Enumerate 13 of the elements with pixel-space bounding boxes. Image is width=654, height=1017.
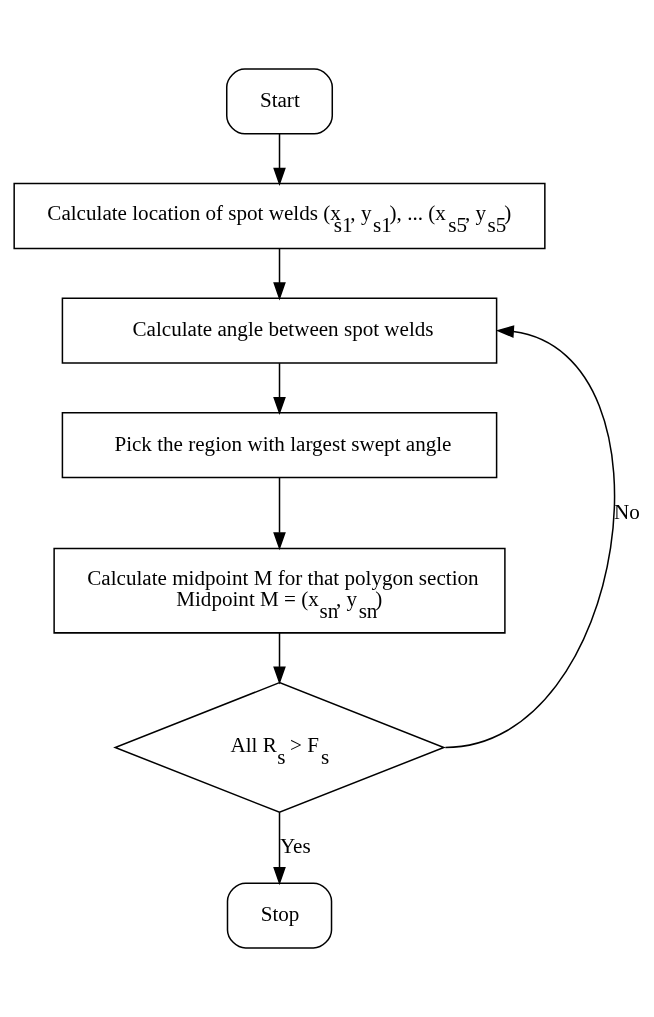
arrow [444, 325, 616, 749]
arrow [273, 362, 286, 416]
arrow [273, 632, 286, 685]
arrow [273, 476, 286, 551]
arrow [273, 811, 286, 886]
edge-label: Yes [279, 834, 311, 859]
edge-label: No [614, 499, 640, 524]
node-box: Pick the region with largest swept angle [61, 412, 498, 479]
node-box: Stop [226, 882, 333, 949]
arrow [273, 247, 286, 301]
node-box: Start [226, 68, 334, 135]
arrow [273, 133, 286, 186]
node-box: Calculate angle between spot welds [61, 297, 498, 364]
